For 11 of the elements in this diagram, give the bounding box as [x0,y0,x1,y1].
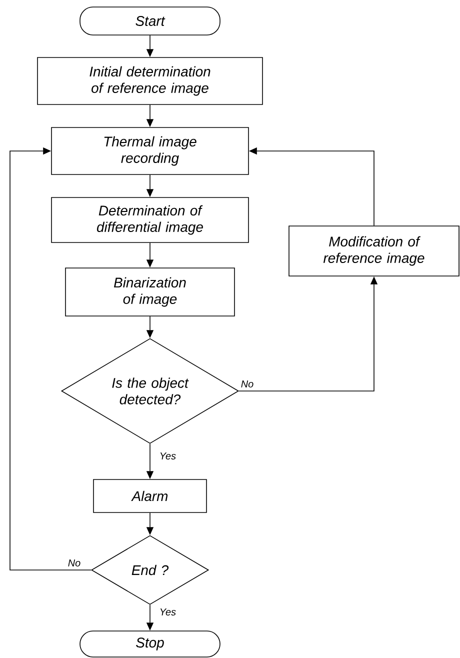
edge-label: No [240,380,255,388]
process-box: Modification of reference image [288,226,460,276]
edge-label: No [66,558,82,568]
edge-label: Yes [158,608,178,616]
process-box: Binarization of image [65,268,235,316]
edge-label: Yes [158,452,178,460]
process-box: Thermal image recording [51,127,249,175]
process-box: Alarm [93,479,207,513]
process-box: Determination of differential image [51,197,249,243]
process-box: Initial determination of reference image [37,57,263,105]
arrow [10,147,92,570]
